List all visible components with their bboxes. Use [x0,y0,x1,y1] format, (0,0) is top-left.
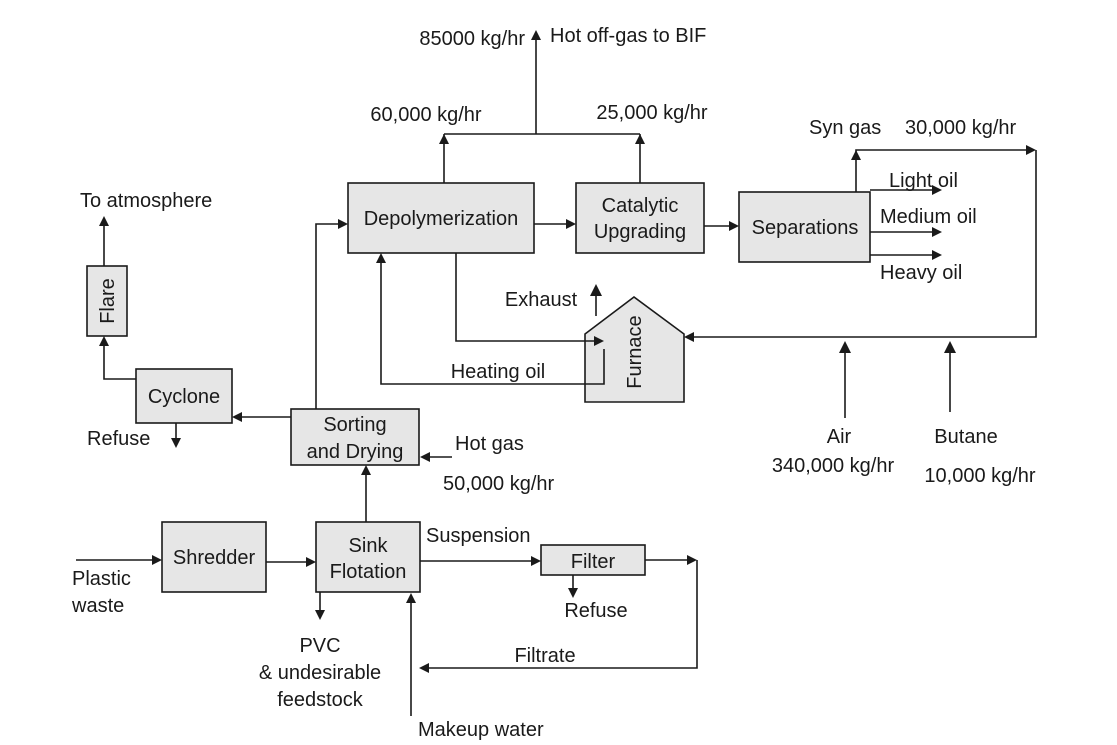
catalytic-upgrading-label-line1: Catalytic [602,195,679,217]
plastic-waste-label-line1: Plastic [72,568,131,590]
heating-oil-label: Heating oil [451,361,546,383]
to-atmosphere-label: To atmosphere [80,190,212,212]
filter-refuse-label: Refuse [564,600,627,622]
sorting-drying-label-line1: Sorting [323,414,386,436]
pvc-label-line3: feedstock [277,689,364,711]
catalytic-upgrading-unit: Catalytic Upgrading [575,182,705,254]
arrowheads [99,30,1036,673]
sink-flotation-unit: Sink Flotation [315,521,421,593]
upgrading-offgas-rate-label: 25,000 kg/hr [596,102,708,124]
flare-unit: Flare [86,265,128,337]
furnace-unit: Furnace [584,296,685,403]
sorting-drying-label-line2: and Drying [307,441,404,463]
air-label: Air [827,426,852,448]
cyclone-label: Cyclone [148,386,220,408]
shredder-unit: Shredder [161,521,267,593]
hot-gas-rate-label: 50,000 kg/hr [443,473,555,495]
light-oil-label: Light oil [889,170,958,192]
filter-unit: Filter [540,544,646,576]
pvc-label-line2: & undesirable [259,662,381,684]
hot-gas-label: Hot gas [455,433,524,455]
makeup-water-label: Makeup water [418,719,544,741]
filter-label: Filter [571,551,616,573]
offgas-destination-label: Hot off-gas to BIF [550,25,706,47]
sink-flotation-label-line2: Flotation [330,561,407,583]
exhaust-label: Exhaust [505,289,578,311]
stream-labels: Plastic waste PVC & undesirable feedstoc… [71,25,1036,741]
suspension-label: Suspension [426,525,531,547]
plastic-waste-label-line2: waste [71,595,124,617]
shredder-label: Shredder [173,547,256,569]
cyclone-refuse-label: Refuse [87,428,150,450]
separations-unit: Separations [738,191,871,263]
filtrate-label: Filtrate [514,645,575,667]
depolymerization-label: Depolymerization [364,208,519,230]
syn-gas-rate-label: 30,000 kg/hr [905,117,1017,139]
heavy-oil-label: Heavy oil [880,262,962,284]
air-rate-label: 340,000 kg/hr [772,455,895,477]
furnace-label: Furnace [624,315,646,388]
pvc-label-line1: PVC [299,635,340,657]
medium-oil-label: Medium oil [880,206,977,228]
butane-rate-label: 10,000 kg/hr [924,465,1036,487]
flare-label: Flare [97,278,119,324]
catalytic-upgrading-label-line2: Upgrading [594,221,686,243]
syn-gas-label: Syn gas [809,117,881,139]
sorting-drying-unit: Sorting and Drying [290,408,420,466]
separations-label: Separations [752,217,859,239]
depolymerization-unit: Depolymerization [347,182,535,254]
sink-flotation-label-line1: Sink [349,535,389,557]
butane-label: Butane [934,426,997,448]
cyclone-unit: Cyclone [135,368,233,424]
offgas-total-rate-label: 85000 kg/hr [419,28,525,50]
depoly-offgas-rate-label: 60,000 kg/hr [370,104,482,126]
